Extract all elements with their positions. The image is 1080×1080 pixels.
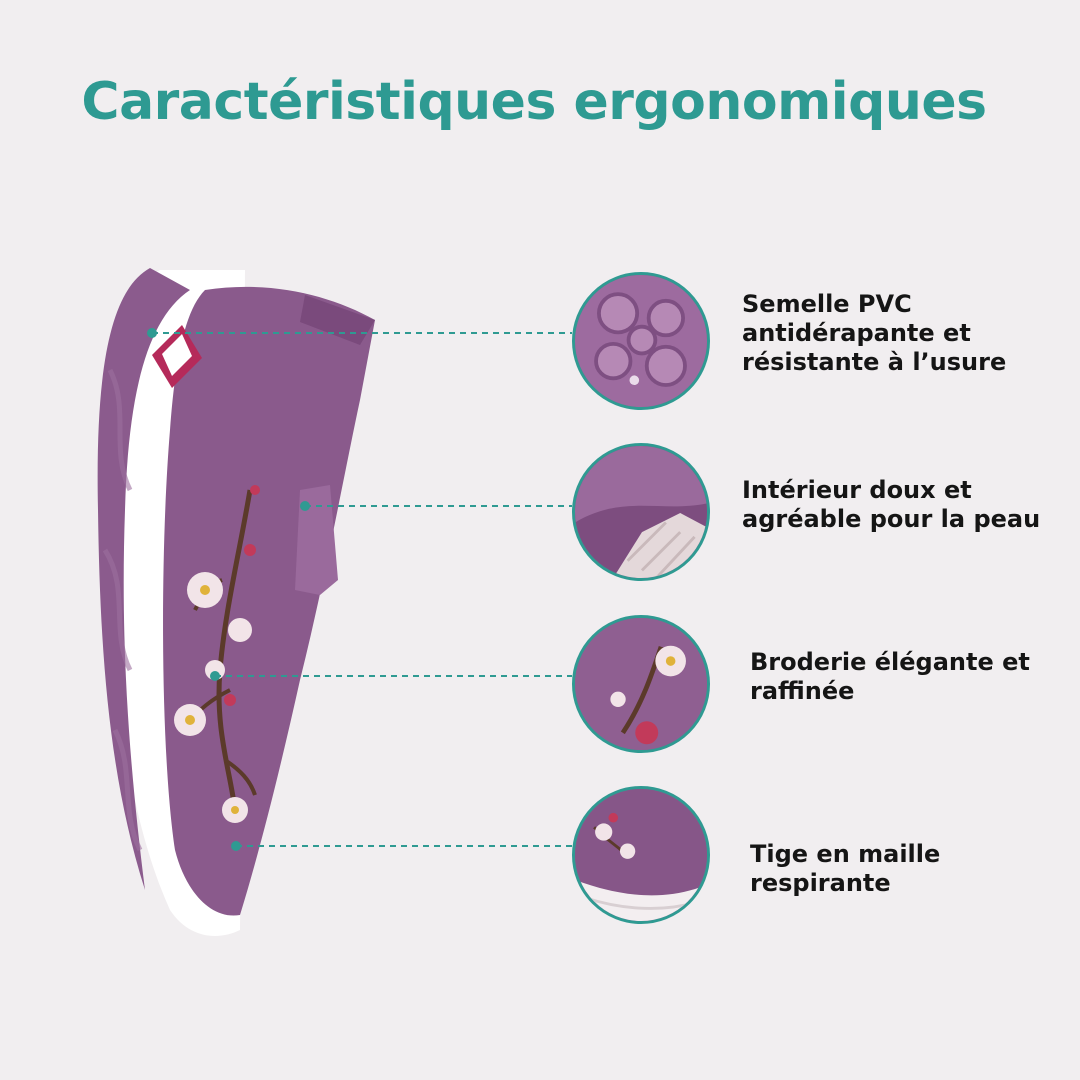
- page-title: Caractéristiques ergonomiques: [81, 72, 987, 132]
- feature-embroidery-text: Broderie élégante et raffinée: [750, 648, 1030, 706]
- feature-mesh-text: Tige en maille respirante: [750, 840, 940, 898]
- embroidery-closeup-image: [572, 615, 710, 753]
- feature-line: Intérieur doux et: [742, 476, 972, 504]
- feature-sole-text: Semelle PVC antidérapante et résistante …: [742, 290, 1006, 377]
- interior-closeup-image: [572, 443, 710, 581]
- sole-closeup-image: [572, 272, 710, 410]
- feature-line: Broderie élégante et: [750, 648, 1030, 676]
- feature-line: respirante: [750, 869, 891, 897]
- feature-line: raffinée: [750, 677, 855, 705]
- mesh-upper-closeup-image: [572, 786, 710, 924]
- shoe-image: [97, 268, 375, 936]
- feature-line: antidérapante et: [742, 319, 971, 347]
- feature-line: agréable pour la peau: [742, 505, 1041, 533]
- feature-line: Tige en maille: [750, 840, 941, 868]
- feature-line: Semelle PVC: [742, 290, 912, 318]
- feature-interior-text: Intérieur doux et agréable pour la peau: [742, 476, 1040, 534]
- feature-line: résistante à l’usure: [742, 348, 1007, 376]
